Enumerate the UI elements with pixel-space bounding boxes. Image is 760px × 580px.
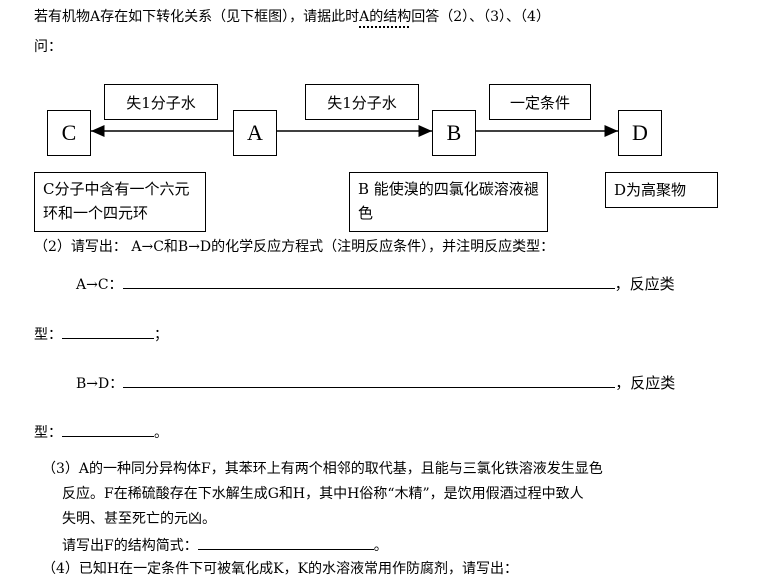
- q2-ac-label: A→C：: [76, 277, 123, 293]
- q2-bd-line: B→D： ，反应类: [76, 371, 675, 393]
- q2-prompt: （2）请写出： A→C和B→D的化学反应方程式（注明反应条件），并注明反应类型：: [34, 239, 555, 255]
- q3-line-2: 反应。F在稀硫酸存在下水解生成G和H，其中H俗称“木精”，是饮用假酒过程中致人: [62, 486, 584, 502]
- reaction-diagram-arrows: [91, 125, 618, 137]
- node-c: C: [47, 110, 91, 156]
- q3-structure-blank[interactable]: [197, 533, 374, 550]
- condition-b-to-d: 一定条件: [489, 84, 591, 120]
- intro-prefix: 若有机物A存在如下转化关系（见下框图），请据此时: [34, 9, 360, 25]
- q2-bd-type-line: 型： 。: [34, 420, 168, 442]
- intro-line-2: 问：: [34, 39, 62, 55]
- q3-period: 。: [373, 538, 388, 554]
- node-b: B: [432, 110, 476, 156]
- intro-suffix: 回答（2）、（3）、（4）: [411, 9, 550, 25]
- intro-emphasis: A的结构: [359, 9, 412, 25]
- q2-bd-period: 。: [154, 425, 168, 441]
- q3-line-1: （3）A的一种同分异构体F，其苯环上有两个相邻的取代基，且能与三氯化铁溶液发生显…: [42, 461, 603, 477]
- q3-line-4: 请写出F的结构简式： 。: [62, 533, 388, 555]
- note-b: B 能使溴的四氯化碳溶液褪色: [349, 172, 548, 232]
- condition-a-to-b: 失1分子水: [305, 84, 419, 120]
- q3-line-3: 失明、甚至死亡的元凶。: [62, 511, 216, 527]
- note-d: D为高聚物: [605, 172, 718, 208]
- q2-ac-type-label: 型：: [34, 327, 62, 343]
- q2-bd-label: B→D：: [76, 376, 124, 392]
- intro-line-1: 若有机物A存在如下转化关系（见下框图），请据此时A的结构回答（2）、（3）、（4…: [34, 6, 550, 26]
- q2-ac-semicolon: ；: [154, 327, 168, 343]
- q3-structure-label: 请写出F的结构简式：: [62, 538, 198, 554]
- q2-ac-line: A→C： ，反应类: [76, 272, 675, 294]
- node-a: A: [233, 110, 277, 156]
- q2-ac-answer-blank[interactable]: [122, 272, 615, 289]
- q2-bd-type-suffix: ，反应类: [615, 374, 676, 392]
- q2-ac-type-blank[interactable]: [62, 322, 154, 339]
- q4-line-1: （4）已知H在一定条件下可被氧化成K，K的水溶液常用作防腐剂，请写出：: [42, 561, 519, 577]
- note-c: C分子中含有一个六元环和一个四元环: [34, 172, 206, 232]
- q2-bd-type-label: 型：: [34, 425, 62, 441]
- node-d: D: [618, 110, 662, 156]
- condition-a-to-c: 失1分子水: [104, 84, 218, 120]
- q2-ac-type-suffix: ，反应类: [614, 275, 675, 293]
- q2-bd-type-blank[interactable]: [62, 420, 154, 437]
- q2-bd-answer-blank[interactable]: [123, 371, 616, 388]
- q2-ac-type-line: 型： ；: [34, 322, 168, 344]
